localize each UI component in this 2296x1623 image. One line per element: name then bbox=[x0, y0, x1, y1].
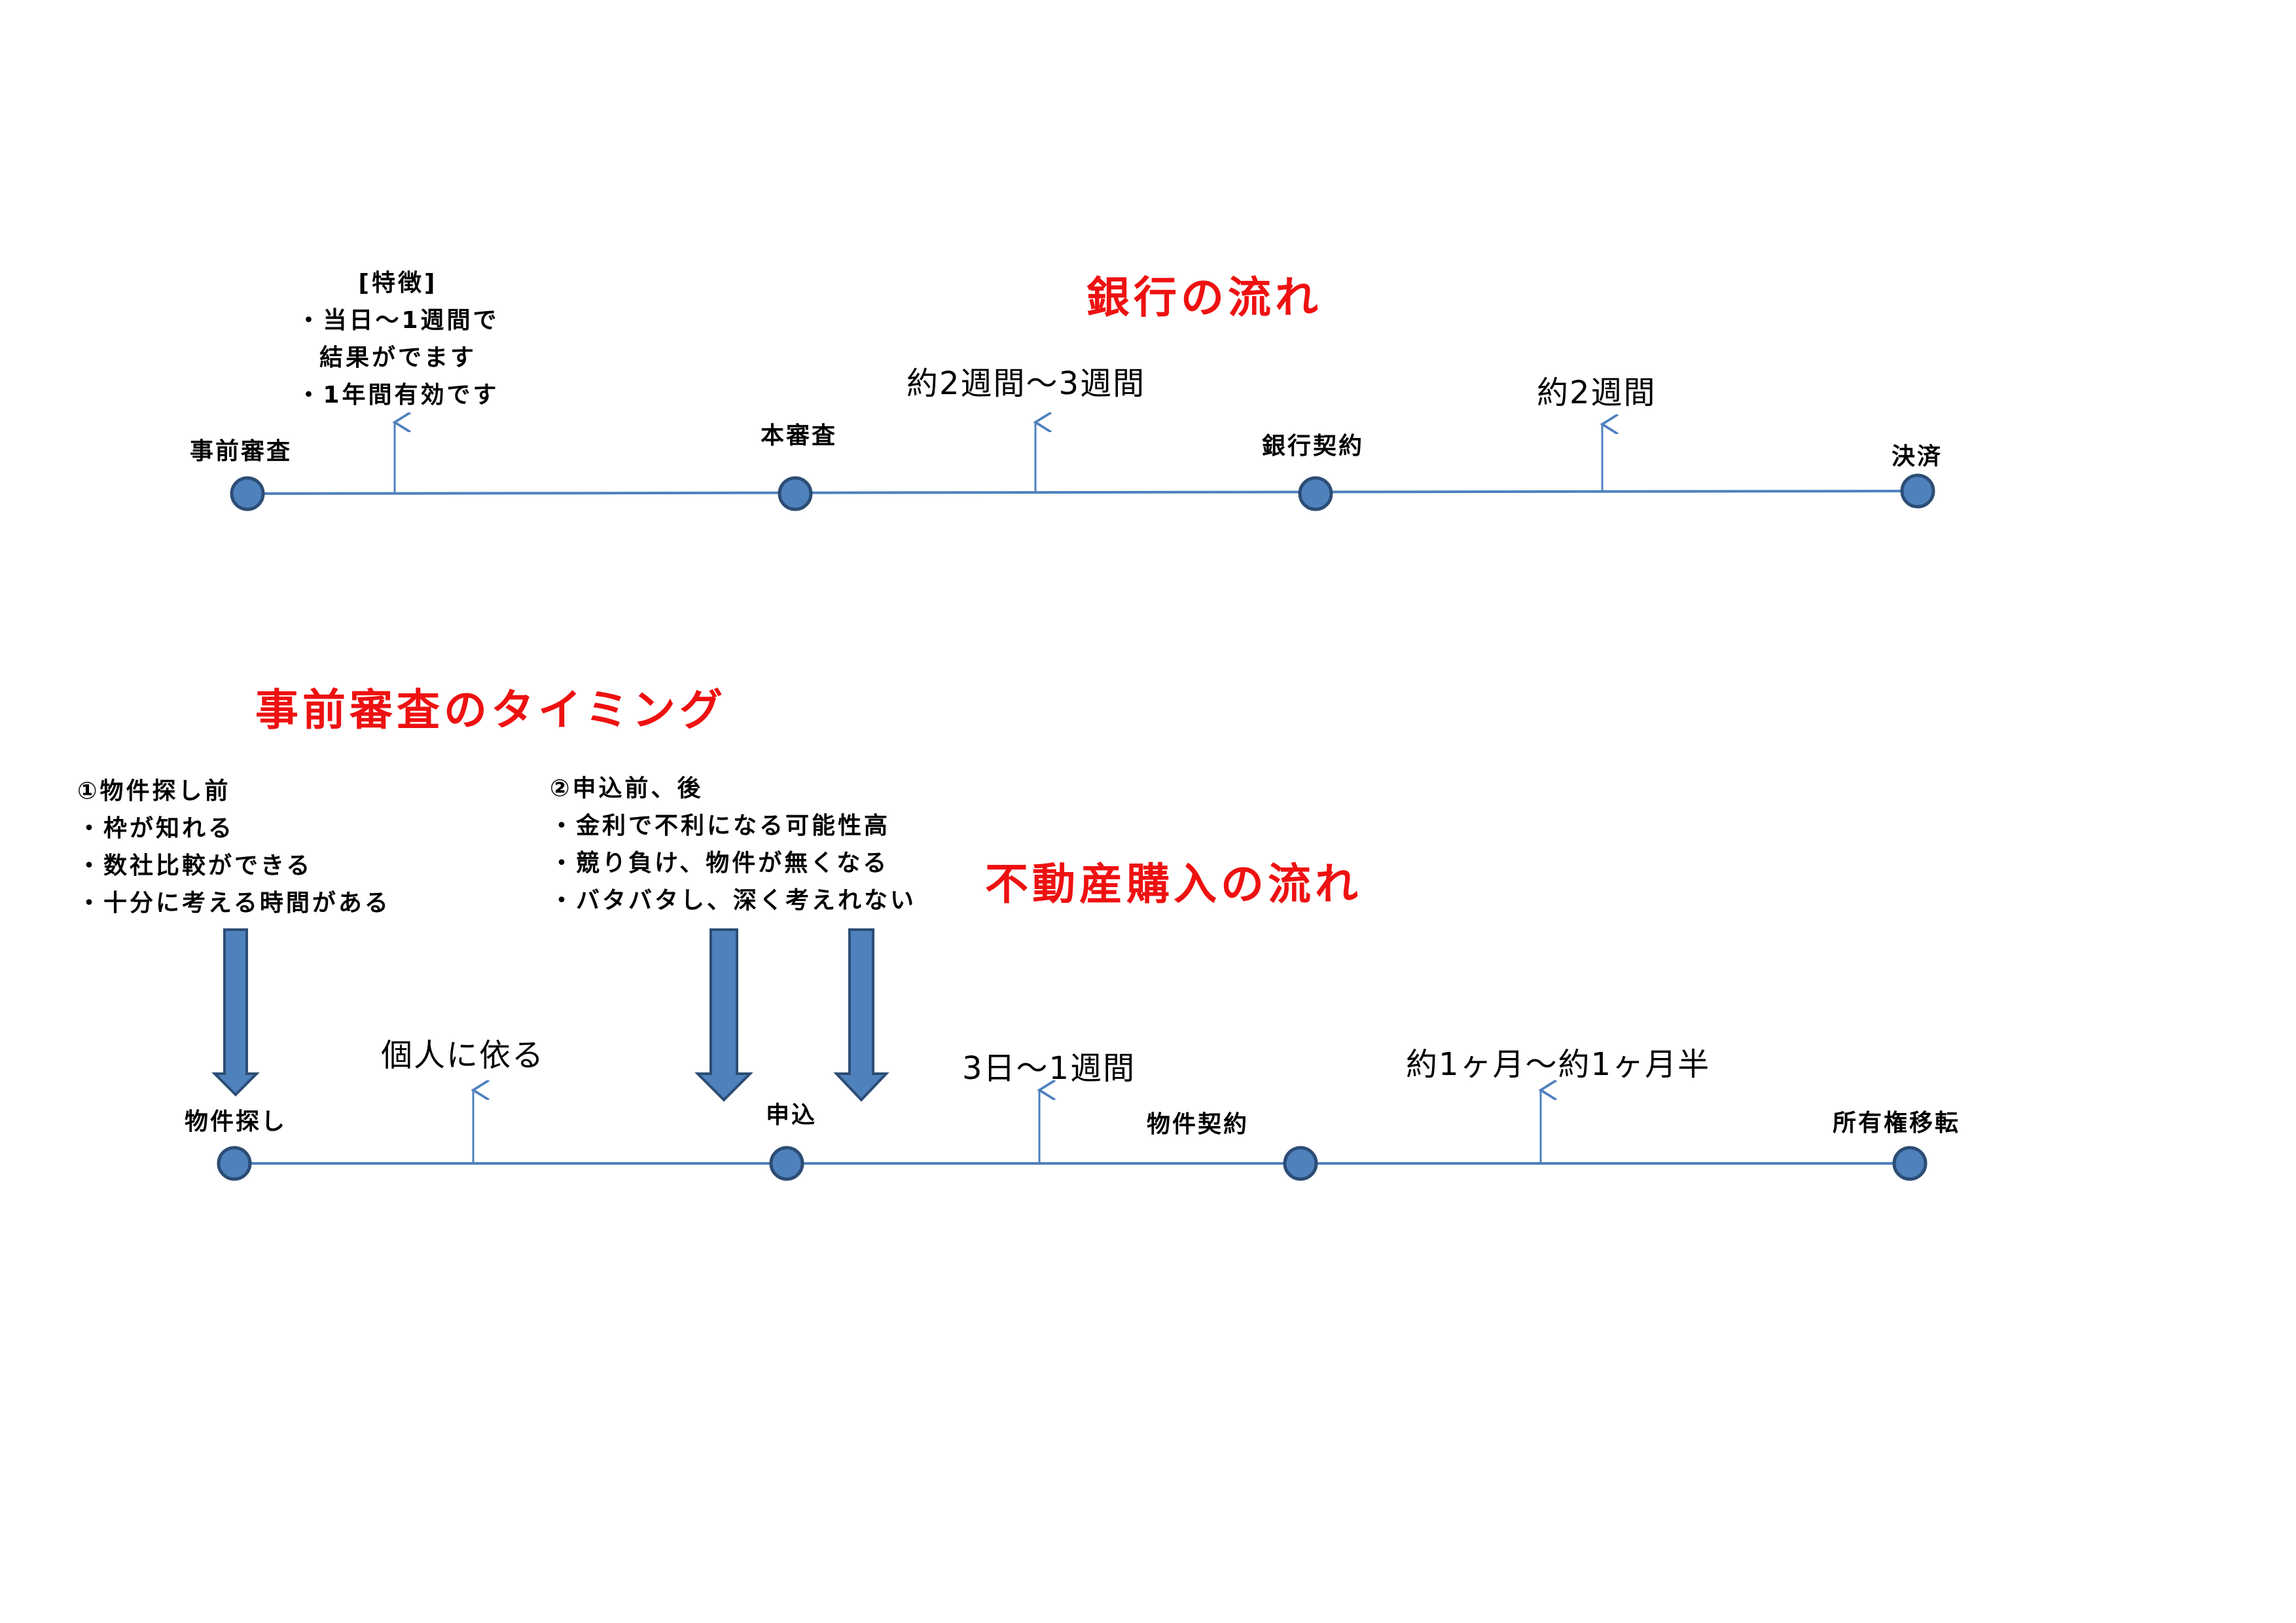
bank-duration-label-2: 約2週間 bbox=[1537, 374, 1657, 411]
bank-stage-label-pre-screening: 事前審査 bbox=[190, 438, 293, 465]
purchase-stage-label-application: 申込 bbox=[766, 1102, 817, 1129]
purchase-stage-label-property-contract: 物件契約 bbox=[1147, 1111, 1249, 1138]
bank-node-settlement bbox=[1900, 473, 1935, 509]
bank-flow-title: 銀行の流れ bbox=[1086, 272, 1322, 323]
timing-option-2-point: ・競り負け、物件が無くなる bbox=[550, 850, 889, 877]
purchase-duration-label-1: 個人に依る bbox=[381, 1037, 545, 1074]
timing-option-2-point: ・バタバタし、深く考えれない bbox=[550, 887, 917, 914]
purchase-stage-label-property-search: 物件探し bbox=[185, 1108, 287, 1135]
timing-arrow-after-application bbox=[833, 928, 889, 1102]
timing-option-2-heading: ②申込前、後 bbox=[550, 775, 704, 802]
timing-option-1: ①物件探し前 ・枠が知れる ・数社比較ができる ・十分に考える時間がある bbox=[77, 773, 391, 922]
purchase-node-ownership-transfer bbox=[1892, 1146, 1928, 1181]
timing-title: 事前審査のタイミング bbox=[255, 685, 726, 735]
bank-stage-label-bank-contract: 銀行契約 bbox=[1262, 433, 1365, 460]
purchase-node-property-search bbox=[217, 1146, 252, 1181]
purchase-duration-label-3: 約1ヶ月～約1ヶ月半 bbox=[1406, 1046, 1711, 1083]
bank-node-main-screening bbox=[778, 476, 813, 511]
bank-timeline-line bbox=[247, 490, 1918, 495]
timing-option-2-point: ・金利で不利になる可能性高 bbox=[550, 812, 891, 839]
feature-note-heading: [特徴] bbox=[358, 270, 438, 297]
timing-option-1-point: ・十分に考える時間がある bbox=[77, 890, 391, 917]
feature-note-line: ・当日～1週間で bbox=[296, 307, 499, 334]
timing-option-1-heading: ①物件探し前 bbox=[77, 778, 231, 805]
bank-duration-label-1: 約2週間～3週間 bbox=[906, 365, 1146, 402]
purchase-flow-title: 不動産購入の流れ bbox=[985, 859, 1362, 909]
purchase-stage-label-ownership-transfer: 所有権移転 bbox=[1833, 1110, 1961, 1137]
feature-note-line: 結果がでます bbox=[319, 344, 476, 371]
purchase-node-application bbox=[769, 1146, 804, 1181]
timing-option-1-point: ・枠が知れる bbox=[77, 815, 235, 842]
timing-arrow-property-search bbox=[211, 928, 260, 1097]
bank-node-bank-contract bbox=[1298, 476, 1333, 511]
bank-stage-label-settlement: 決済 bbox=[1892, 443, 1943, 470]
timing-option-2: ②申込前、後 ・金利で不利になる可能性高 ・競り負け、物件が無くなる ・バタバタ… bbox=[550, 770, 916, 919]
bank-stage-label-main-screening: 本審査 bbox=[761, 422, 838, 449]
purchase-node-property-contract bbox=[1283, 1146, 1318, 1181]
timing-option-1-point: ・数社比較ができる bbox=[77, 852, 313, 879]
bank-node-pre-screening bbox=[230, 476, 265, 511]
purchase-duration-label-2: 3日～1週間 bbox=[962, 1050, 1136, 1087]
timing-arrow-before-application bbox=[694, 928, 753, 1102]
feature-note-line: ・1年間有効です bbox=[296, 382, 499, 409]
pre-screening-feature-note: [特徴] ・当日～1週間で 結果がでます ・1年間有効です bbox=[287, 264, 509, 414]
